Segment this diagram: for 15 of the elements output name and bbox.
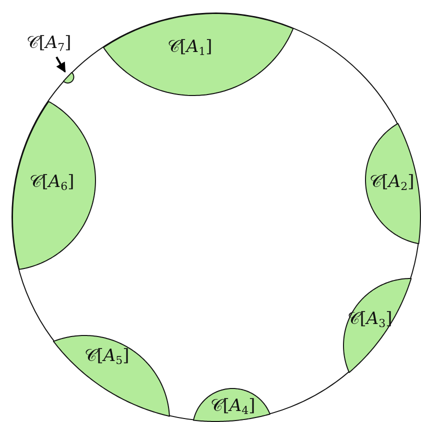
- set-label-text: 𝒞[A$_{4}$]: [210, 398, 256, 416]
- shaded-region: [342, 278, 412, 372]
- shaded-region: [193, 388, 271, 422]
- shaded-region: [53, 334, 170, 416]
- set-label-text: 𝒞[A$_{2}$]: [370, 174, 414, 192]
- set-label-text: 𝒞[A$_{6}$]: [30, 174, 74, 192]
- small-shaded-region: [63, 72, 74, 84]
- set-label-text: 𝒞[A$_{5}$]: [84, 348, 130, 366]
- set-label-text: 𝒞[A$_{7}$]: [26, 35, 72, 53]
- shaded-region: [12, 100, 96, 270]
- set-label-text: 𝒞[A$_{1}$]: [168, 38, 212, 57]
- arrow: [56, 56, 66, 73]
- outer-circle: [11, 12, 421, 422]
- shaded-region: [102, 12, 294, 96]
- shaded-region: [364, 123, 420, 244]
